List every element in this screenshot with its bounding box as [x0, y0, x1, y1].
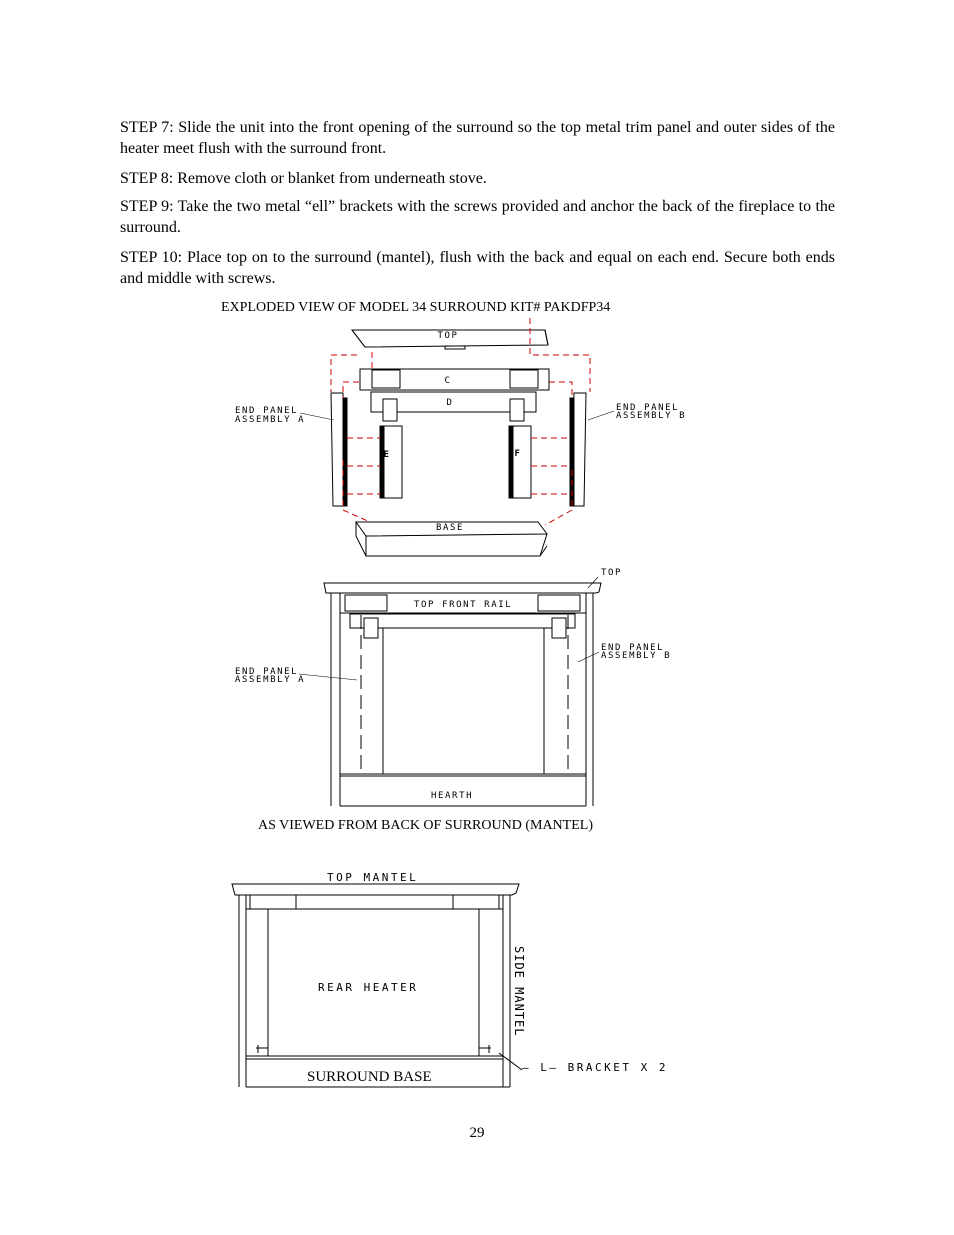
back-top-label: TOP	[601, 568, 622, 578]
step-7-text: STEP 7: Slide the unit into the front op…	[120, 119, 835, 157]
hearth-label: HEARTH	[431, 791, 473, 801]
surround-base-label: SURROUND BASE	[307, 1069, 432, 1085]
e-label: E	[383, 450, 390, 460]
back-end-panel-b-line2: ASSEMBLY B	[601, 651, 671, 661]
l-bracket-label: — L— BRACKET X 2	[522, 1061, 668, 1074]
end-panel-a-line1: END PANEL	[235, 406, 298, 416]
back-end-panel-a-line1: END PANEL	[235, 667, 298, 677]
end-panel-b-line1: END PANEL	[616, 403, 679, 413]
back-view-caption: AS VIEWED FROM BACK OF SURROUND (MANTEL)	[258, 818, 593, 833]
end-panel-b-line2: ASSEMBLY B	[616, 411, 686, 421]
end-panel-a-line2: ASSEMBLY A	[235, 415, 305, 425]
back-end-panel-a-line2: ASSEMBLY A	[235, 675, 305, 685]
step-10-text: STEP 10: Place top on to the surround (m…	[120, 249, 835, 287]
step-9-text: STEP 9: Take the two metal “ell” bracket…	[120, 198, 835, 236]
d-label: D	[446, 398, 453, 408]
side-mantel-label: SIDE MANTEL	[512, 946, 526, 1036]
rear-heater-label: REAR HEATER	[318, 981, 418, 994]
base-label: BASE	[436, 523, 464, 533]
page-number: 29	[469, 1125, 485, 1141]
top-front-rail-label: TOP FRONT RAIL	[414, 600, 512, 610]
top-mantel-label: TOP MANTEL	[327, 871, 418, 884]
f-label: F	[514, 449, 521, 459]
back-end-panel-b-line1: END PANEL	[601, 643, 664, 653]
top-label: TOP	[437, 331, 458, 341]
c-label: C	[444, 376, 451, 386]
step-8-text: STEP 8: Remove cloth or blanket from und…	[120, 170, 487, 187]
exploded-view-caption: EXPLODED VIEW OF MODEL 34 SURROUND KIT# …	[221, 300, 611, 315]
